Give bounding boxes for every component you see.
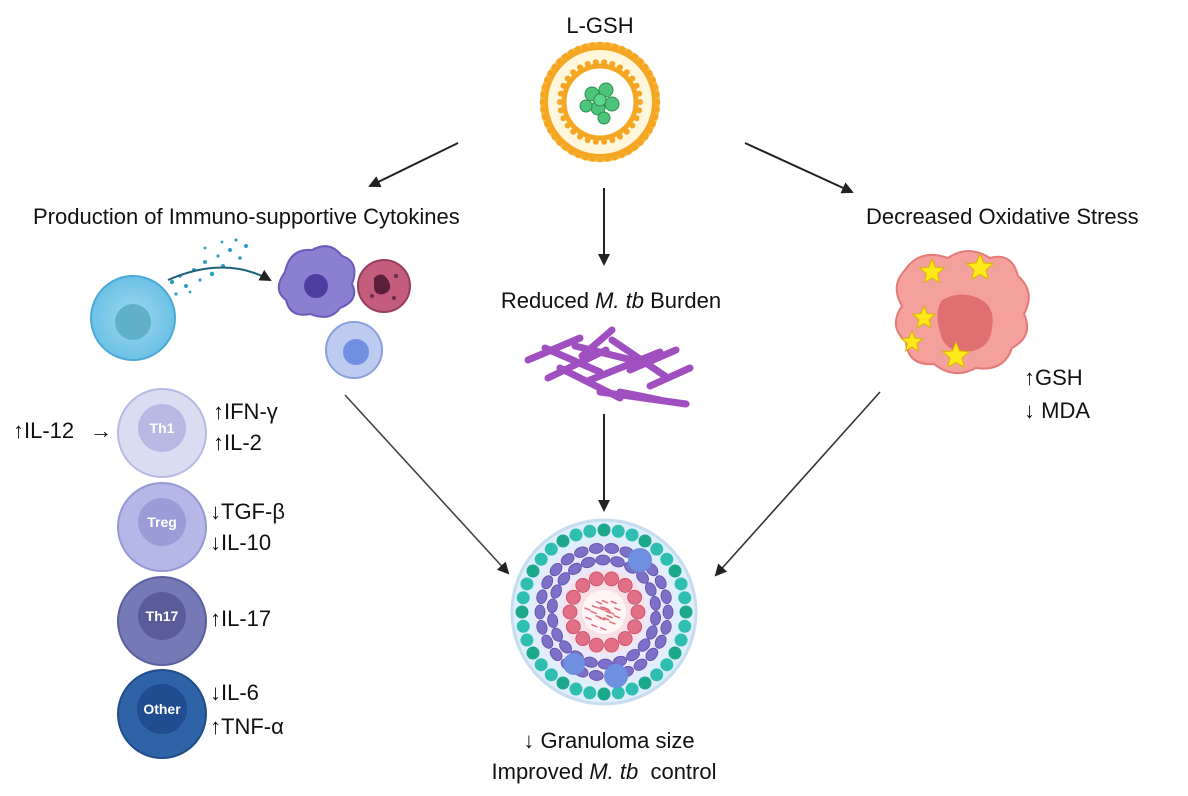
control-label: Improved M. tb control	[492, 761, 717, 783]
burden-label-pre: Reduced	[500, 288, 596, 313]
other-cell-label: Other	[143, 701, 181, 717]
burden-label: Reduced M. tb Burden	[501, 290, 721, 312]
lgsh-title: L-GSH	[566, 13, 634, 38]
gsh-label: ↑GSH	[1024, 365, 1083, 390]
arrow-to-oxidative	[744, 142, 854, 194]
bacterium-rod-9	[646, 364, 694, 390]
th1-cytokine-2: ↑IL-2	[213, 430, 262, 455]
bacterium-rod-10	[578, 326, 616, 360]
macrophage-icon	[277, 245, 356, 318]
cytokine-flow-arrow	[167, 266, 272, 281]
treg-cell-icon	[117, 482, 207, 572]
bacterium-rod-7	[626, 346, 680, 374]
th1-cell-icon	[117, 388, 207, 478]
bacterium-rod-8	[541, 344, 604, 376]
oxidative-stressed-cell-icon	[895, 250, 1030, 375]
arrow-to-cytokines	[368, 142, 459, 188]
bacterium-rod-11	[616, 388, 664, 404]
reactive-oxygen-star-icons	[900, 252, 995, 369]
neutrophil-icon	[357, 259, 411, 313]
bacterium-rod-4	[608, 336, 672, 382]
il12-arrow: →	[90, 418, 112, 443]
arrow-oxidative-to-granuloma	[714, 391, 881, 577]
cytokine-release-dots-icon	[169, 238, 248, 296]
arrow-cytokines-to-granuloma	[344, 394, 510, 575]
bacterium-rod-3	[586, 348, 664, 384]
th1-cell-label: Th1	[149, 420, 175, 436]
lymphocyte-icon	[325, 321, 383, 379]
granuloma-icon	[510, 518, 698, 706]
il12-label: ↑IL-12	[13, 418, 75, 443]
treg-cytokine-1: ↓TGF-β	[210, 499, 285, 524]
th1-cytokine-1: ↑IFN-γ	[213, 399, 278, 424]
other-cytokine-2: ↑TNF-α	[210, 714, 284, 739]
cytokines-heading: Production of Immuno-supportive Cytokine…	[33, 204, 460, 229]
treg-cytokine-2: ↓IL-10	[210, 530, 272, 555]
mda-label: ↓ MDA	[1024, 398, 1090, 423]
drug-cluster-icon	[579, 82, 620, 125]
burden-label-organism: M. tb	[595, 288, 645, 313]
antigen-presenting-cell-icon	[90, 275, 176, 361]
mycobacteria-icon	[524, 326, 694, 408]
burden-label-post: Burden	[644, 288, 722, 313]
liposome-icon	[539, 41, 661, 163]
control-label-organism: M. tb	[589, 759, 639, 784]
bacterium-rod-6	[556, 364, 624, 402]
th17-cell-label: Th17	[145, 608, 179, 624]
control-label-pre: Improved	[491, 759, 590, 784]
granuloma-size-label: ↓ Granuloma size	[523, 728, 695, 753]
granuloma-macrophage-icons	[563, 548, 652, 688]
treg-cell-label: Treg	[147, 514, 177, 530]
th17-cytokine-1: ↑IL-17	[210, 606, 272, 631]
control-label-post: control	[638, 759, 717, 784]
other-cell-icon	[117, 669, 207, 759]
th17-cell-icon	[117, 576, 207, 666]
other-cytokine-1: ↓IL-6	[210, 680, 259, 705]
oxidative-heading: Decreased Oxidative Stress	[866, 204, 1139, 229]
